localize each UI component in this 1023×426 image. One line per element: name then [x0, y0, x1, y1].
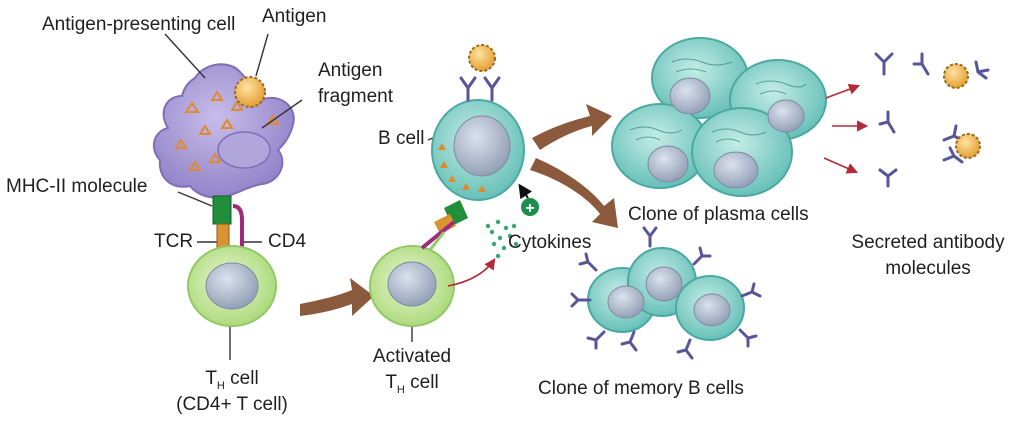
- activated-suffix: cell: [404, 372, 439, 393]
- activated-subscript: H: [396, 384, 405, 396]
- label-antigen-presenting-cell: Antigen-presenting cell: [42, 14, 236, 35]
- b-cell-fragments: [438, 143, 486, 192]
- memory-cell-antibodies: [570, 226, 762, 360]
- label-cytokines: Cytokines: [508, 232, 592, 253]
- label-th-cell: TH cell: [205, 368, 258, 392]
- activated-th-nucleus: [387, 261, 437, 307]
- antigen-particle: [234, 76, 266, 108]
- cytokine-dots: [485, 219, 519, 259]
- cd4-molecule: [232, 204, 244, 258]
- secreted-antibodies: [874, 52, 990, 188]
- secretion-arrows: [823, 83, 869, 174]
- mhc-ii-molecule: [212, 195, 232, 225]
- label-secreted-line2: molecules: [885, 258, 971, 279]
- th-cell-subscript: H: [216, 380, 225, 392]
- label-tcr: TCR: [154, 231, 194, 252]
- label-antigen-fragment-line2: fragment: [318, 86, 393, 107]
- antigen-presenting-cell: [152, 63, 295, 199]
- b-cell-nucleus: [453, 115, 511, 177]
- stimulation-plus-circle: [521, 198, 539, 216]
- label-clone-memory: Clone of memory B cells: [538, 378, 744, 399]
- label-antigen-fragment-line1: Antigen: [318, 60, 383, 81]
- plus-arrow: [518, 183, 533, 200]
- label-activated-line1: Activated: [372, 346, 452, 367]
- label-activated-line2: TH cell: [385, 372, 438, 396]
- label-th-cell-note: (CD4+ T cell): [176, 394, 288, 415]
- label-antigen: Antigen: [262, 6, 327, 27]
- apc-nucleus: [217, 131, 271, 169]
- label-mhc-ii-molecule: MHC-II molecule: [6, 176, 148, 197]
- label-b-cell: B cell: [378, 128, 425, 149]
- activated-cd4: [420, 220, 456, 250]
- b-cell-receptors: [459, 76, 501, 102]
- label-secreted-line1: Secreted antibody: [851, 232, 1005, 253]
- activated-tcr: [434, 214, 456, 234]
- memory-b-cells: [587, 247, 745, 341]
- plasma-cells: [611, 37, 827, 197]
- th-cell-suffix: cell: [224, 368, 259, 389]
- cytokine-arrow: [447, 258, 496, 287]
- arrow-to-memory: [530, 158, 618, 228]
- arrow-to-plasma: [532, 104, 612, 150]
- label-clone-plasma: Clone of plasma cells: [628, 204, 809, 225]
- arrow-th-to-activated: [300, 278, 374, 316]
- activated-linker: [428, 231, 446, 251]
- label-cd4: CD4: [268, 231, 307, 252]
- plus-sign: +: [525, 200, 534, 217]
- activated-prefix: T: [385, 372, 397, 393]
- antigen-fragments: [174, 90, 280, 171]
- bound-antigens: [943, 63, 981, 159]
- b-cell-antigen: [468, 44, 496, 72]
- th-cell-nucleus: [205, 262, 259, 310]
- th-cell-prefix: T: [205, 368, 217, 389]
